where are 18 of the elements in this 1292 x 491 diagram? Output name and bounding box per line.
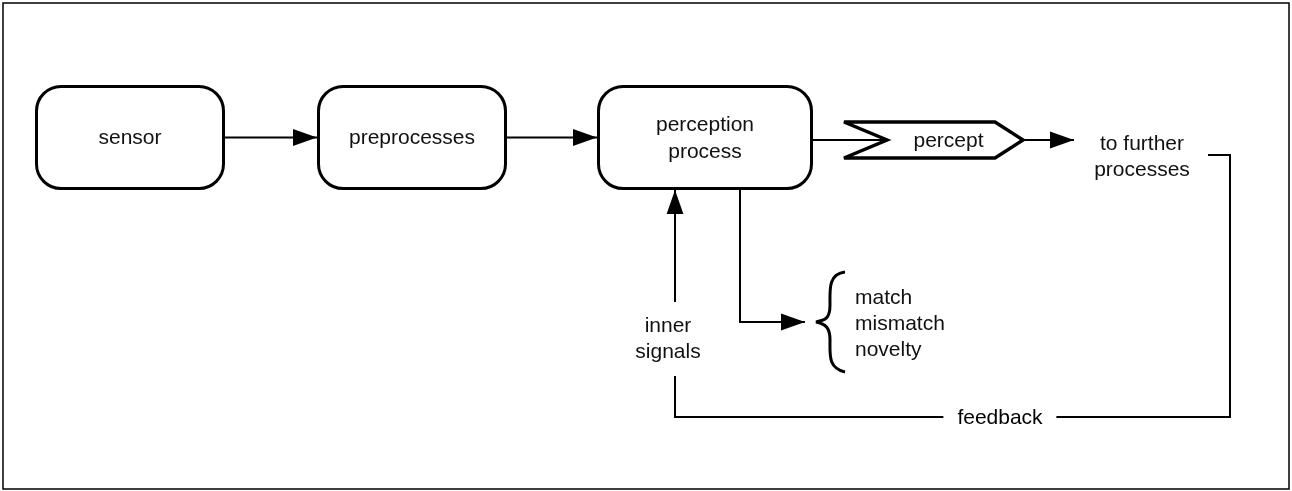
node-label: to further processes xyxy=(1093,129,1191,182)
process-box xyxy=(597,85,813,190)
node-label: preprocesses xyxy=(348,124,476,151)
arrow xyxy=(224,129,318,146)
arrow xyxy=(666,189,684,303)
node-label: percept xyxy=(913,126,984,153)
node-label: inner signals xyxy=(634,311,702,364)
list-item: match xyxy=(855,283,913,310)
arrow xyxy=(739,189,806,331)
node-label: perception process xyxy=(654,111,756,164)
arrow xyxy=(506,129,598,146)
process-box xyxy=(35,85,225,190)
process-box xyxy=(317,85,507,190)
arrow xyxy=(1024,131,1075,149)
node-label: sensor xyxy=(98,124,162,151)
chevron-shape xyxy=(842,120,1025,160)
list-item: novelty xyxy=(855,336,922,363)
list-item: mismatch xyxy=(855,309,945,336)
